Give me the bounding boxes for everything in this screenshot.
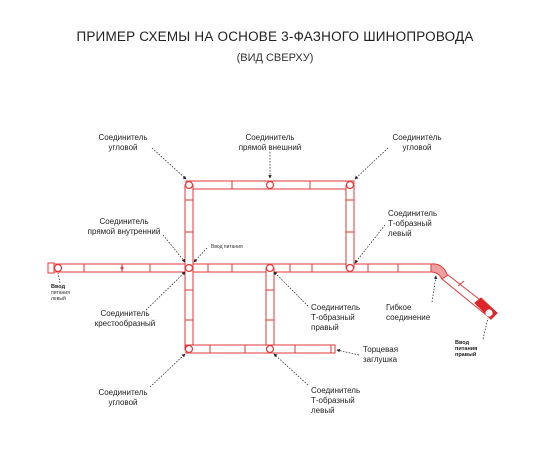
label-power-input-left: Ввод питания левый [51,284,70,302]
svg-text:соединение: соединение [386,313,431,322]
diagram-subtitle: (ВИД СВЕРХУ) [236,52,314,64]
svg-text:Соединитель: Соединитель [245,133,294,142]
label-cross: Соединитель крестообразный [95,309,156,328]
svg-text:прямой внутренний: прямой внутренний [88,227,161,236]
track-main-horizontal [49,263,434,273]
label-corner-top-left: Соединитель угловой [98,133,147,152]
svg-text:Соединитель: Соединитель [311,303,360,312]
leader-lines [57,147,489,388]
track-bottom-middle-vertical [265,267,275,351]
svg-text:Ввод: Ввод [455,340,470,346]
svg-text:левый: левый [51,295,66,302]
label-straight-inner: Соединитель прямой внутренний [88,217,161,236]
svg-text:Соединитель: Соединитель [311,386,360,395]
svg-text:Соединитель: Соединитель [100,309,149,318]
svg-text:питания: питания [51,290,70,296]
svg-text:левый: левый [311,406,335,415]
svg-text:Соединитель: Соединитель [99,217,148,226]
svg-text:Гибкое: Гибкое [386,303,412,312]
label-end-cap: Торцевая заглушка [363,345,398,364]
connector-nodes [53,180,493,354]
label-t-middle: Соединитель Т-образный правый [311,303,360,332]
svg-text:правый: правый [455,351,476,358]
svg-text:Соединитель: Соединитель [388,209,437,218]
node-cross [184,263,194,273]
label-straight-outer: Соединитель прямой внешний [239,133,302,152]
svg-text:Соединитель: Соединитель [98,133,147,142]
power-input-left-shape [47,262,55,274]
svg-text:Соединитель: Соединитель [392,133,441,142]
end-cap-shape [330,344,336,354]
label-t-right-top: Соединитель Т-образный левый [388,209,437,238]
svg-text:Соединитель: Соединитель [98,388,147,397]
node-power-input-left [53,263,63,273]
track-top-left-vertical [184,184,194,269]
label-power-input-right: Ввод питания правый [455,340,477,358]
label-power-input-mid: Ввод питания [211,244,243,250]
svg-text:заглушка: заглушка [363,355,398,364]
svg-text:Ввод питания: Ввод питания [211,244,243,250]
label-corner-bottom: Соединитель угловой [98,388,147,407]
node-straight-outer [265,180,275,190]
svg-text:Т-образный: Т-образный [311,396,355,405]
svg-text:угловой: угловой [108,398,137,407]
node-corner-top-left [184,180,194,190]
svg-text:Т-образный: Т-образный [311,313,355,322]
svg-text:крестообразный: крестообразный [95,319,156,328]
svg-text:Торцевая: Торцевая [363,345,398,354]
node-t-middle [265,263,275,273]
node-power-input-right [485,309,493,317]
node-t-bottom [265,344,275,354]
svg-text:Ввод: Ввод [51,284,66,290]
svg-text:Т-образный: Т-образный [388,219,432,228]
label-flexible: Гибкое соединение [386,303,431,322]
label-t-bottom: Соединитель Т-образный левый [311,386,360,415]
svg-text:угловой: угловой [108,143,137,152]
node-corner-top-right [345,180,355,190]
label-corner-top-right: Соединитель угловой [392,133,441,152]
track-top-right-vertical [345,184,355,269]
track-bottom-horizontal [185,344,334,354]
node-corner-bottom [184,344,194,354]
svg-text:питания: питания [455,346,477,352]
diagram-title: ПРИМЕР СХЕМЫ НА ОСНОВЕ 3-ФАЗНОГО ШИНОПРО… [76,29,474,44]
track-bottom-left-vertical [184,267,194,351]
node-t-right [345,263,355,273]
svg-text:левый: левый [388,229,412,238]
svg-text:правый: правый [311,323,339,332]
svg-text:прямой внешний: прямой внешний [239,143,302,152]
svg-text:угловой: угловой [402,143,431,152]
